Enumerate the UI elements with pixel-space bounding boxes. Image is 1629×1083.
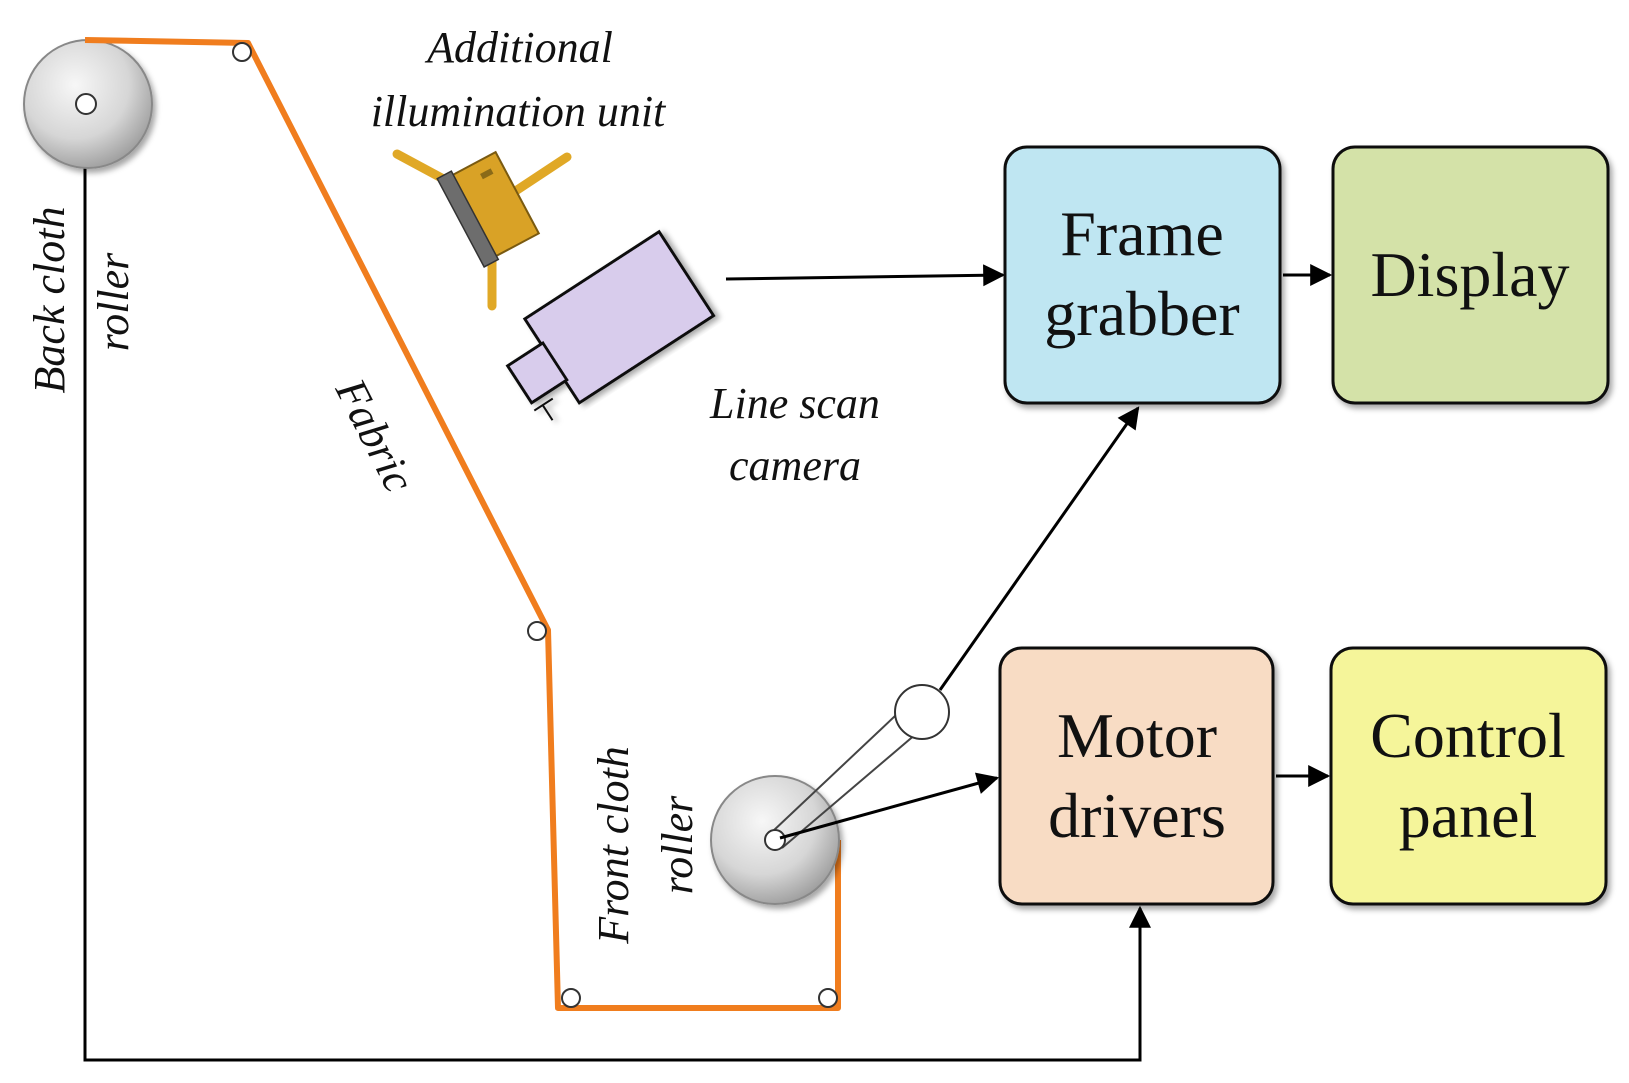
control-panel-box [1329,646,1608,906]
fabric-label: Fabric [325,370,424,500]
frame-grabber-label-line2: grabber [1044,278,1239,349]
motor-drivers-label-line1: Motor [1057,700,1217,771]
control-panel-label-line1: Control [1370,700,1566,771]
fabric-path [84,37,841,1011]
illumination-label-line1: Additional [424,23,613,72]
guide-roller-middle [527,621,547,641]
display-box [1331,145,1610,405]
encoder-linkage [771,684,950,849]
back-cloth-roller-label-line2: roller [89,252,138,351]
motor-drivers-label-line2: drivers [1048,780,1226,851]
roller-to-motor-drivers-arrow [779,772,1000,840]
encoder-wheel [894,684,950,740]
front-cloth-roller-label-line2: roller [653,795,702,894]
guide-roller-top [232,42,252,62]
back-roller-axle [75,93,97,115]
illumination-unit-icon [392,149,572,311]
guide-roller-bottom-right [818,988,838,1008]
frame-grabber-box [1003,145,1282,405]
control-panel-label-line2: panel [1399,780,1538,851]
motor-drivers-box [998,646,1275,906]
frame-grabber-label-line1: Frame [1060,198,1224,269]
front-cloth-roller-label-line1: Front cloth [589,746,638,945]
camera-label-line1: Line scan [709,379,880,428]
camera-label-line2: camera [729,441,861,490]
guide-roller-bottom-left [561,988,581,1008]
encoder-to-frame-grabber-arrow [938,406,1140,691]
camera-to-frame-grabber-arrow [725,264,1006,287]
line-scan-camera-icon [505,229,716,421]
back-cloth-roller-label-line1: Back cloth [25,207,74,394]
back-roller-feedback-line [83,165,1151,1062]
illumination-label-line2: illumination unit [371,87,667,136]
front-roller-axle [764,829,786,851]
display-label: Display [1370,239,1569,310]
